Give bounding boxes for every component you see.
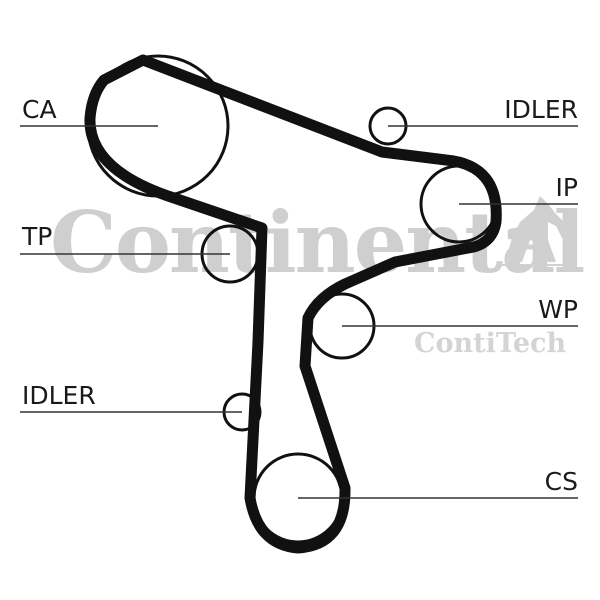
- timing-belt: [84, 54, 502, 554]
- label-cs: CS: [545, 467, 578, 496]
- label-ca: CA: [22, 95, 57, 124]
- label-wp: WP: [538, 295, 578, 324]
- continental-logo-watermark: Continental ContiTech: [50, 193, 585, 359]
- watermark-division: ContiTech: [414, 328, 566, 359]
- label-tp: TP: [21, 222, 52, 251]
- label-idler-bottom: IDLER: [22, 381, 96, 410]
- label-idler-top: IDLER: [504, 95, 578, 124]
- label-ip: IP: [556, 173, 578, 202]
- watermark-brand: Continental: [50, 193, 583, 292]
- horse-logo-icon: [505, 196, 570, 262]
